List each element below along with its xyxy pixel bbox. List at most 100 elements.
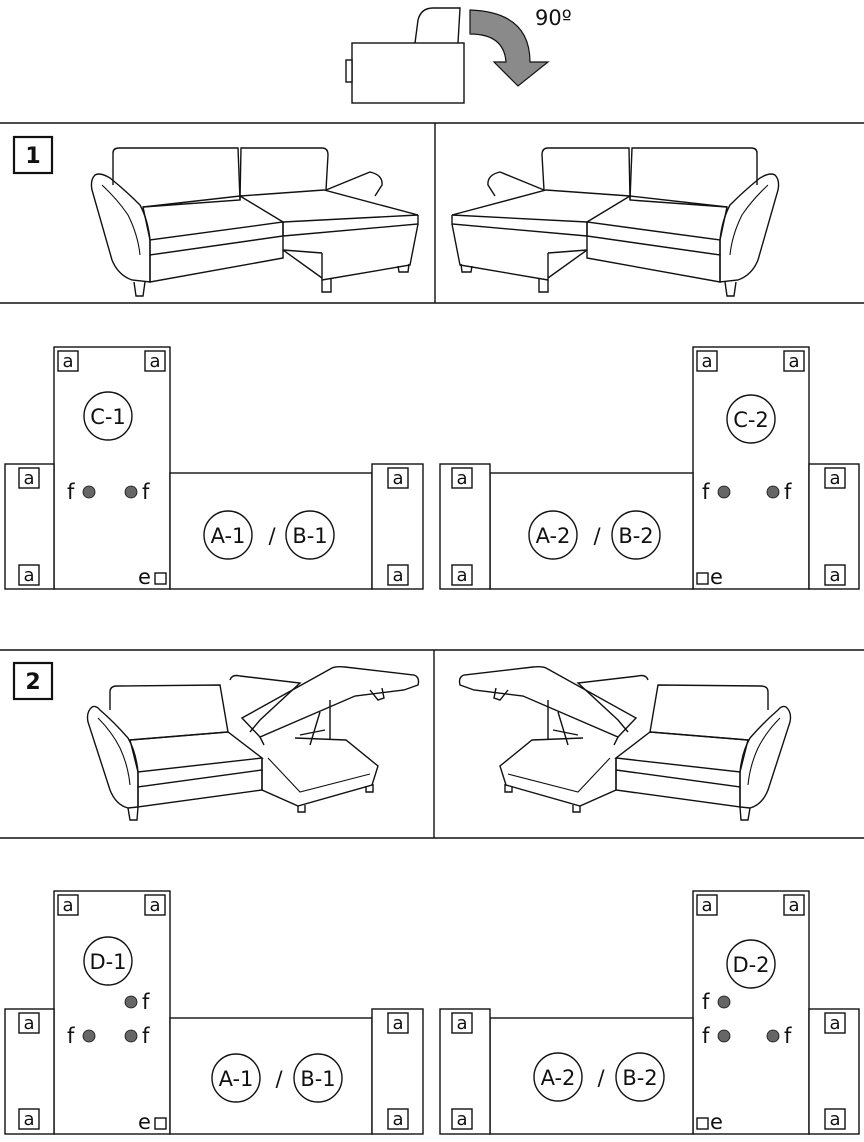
svg-text:a: a xyxy=(149,351,160,372)
hole-label: f xyxy=(784,480,792,504)
svg-text:a: a xyxy=(392,468,403,489)
corner-marker: a xyxy=(451,467,473,489)
hole-dot xyxy=(766,485,780,499)
chaise-code-label: C-2 xyxy=(733,408,769,432)
hole-label: f xyxy=(702,990,710,1014)
svg-text:a: a xyxy=(23,565,34,586)
corner-marker: a xyxy=(696,894,718,916)
svg-text:a: a xyxy=(829,468,840,489)
hole-label: f xyxy=(67,1024,75,1048)
hole-label: f xyxy=(784,1024,792,1048)
layout-step1-right: a a a a a a C-2 f f e A-2 / B-2 xyxy=(439,346,860,590)
step-2-badge: 2 xyxy=(12,661,54,701)
corner-marker: a xyxy=(387,564,409,586)
svg-text:a: a xyxy=(23,1013,34,1034)
hole-dot xyxy=(124,995,138,1009)
corner-marker: a xyxy=(57,894,79,916)
sofa-right-open-storage-illustration xyxy=(458,665,792,821)
sofa-code-label: B-1 xyxy=(300,1067,335,1091)
corner-marker: a xyxy=(824,564,846,586)
corner-marker: a xyxy=(18,1108,40,1130)
hole-label: f xyxy=(702,1024,710,1048)
hole-label: f xyxy=(142,1024,150,1048)
corner-marker: a xyxy=(144,894,166,916)
sofa-code-label: B-1 xyxy=(292,524,327,548)
svg-text:/: / xyxy=(268,524,276,548)
sofa-code-label: A-1 xyxy=(219,1067,254,1091)
hole-dot xyxy=(717,995,731,1009)
corner-marker: a xyxy=(57,350,79,372)
corner-marker: a xyxy=(18,1012,40,1034)
corner-marker: a xyxy=(451,1108,473,1130)
step-1-badge: 1 xyxy=(12,135,54,175)
svg-text:a: a xyxy=(456,1013,467,1034)
hole-dot xyxy=(82,1029,96,1043)
svg-text:a: a xyxy=(23,468,34,489)
marker-label: e xyxy=(138,1110,151,1134)
layout-step1-left: a a a a a a C-1 f f e A-1 / B-1 xyxy=(4,346,424,590)
chaise-code-label: D-1 xyxy=(89,950,126,974)
sofa-code-label: A-1 xyxy=(211,524,246,548)
chaise-code-label: C-1 xyxy=(90,405,126,429)
svg-text:1: 1 xyxy=(25,144,40,169)
hole-dot xyxy=(717,485,731,499)
hole-label: f xyxy=(67,480,75,504)
svg-text:a: a xyxy=(62,351,73,372)
hole-dot xyxy=(766,1029,780,1043)
svg-text:2: 2 xyxy=(25,670,40,695)
marker-label: e xyxy=(138,565,151,589)
marker-label: e xyxy=(710,1110,723,1134)
marker-label: e xyxy=(710,565,723,589)
hole-dot xyxy=(717,1029,731,1043)
svg-text:a: a xyxy=(392,1013,403,1034)
svg-text:/: / xyxy=(275,1067,283,1091)
corner-marker: a xyxy=(144,350,166,372)
hole-dot xyxy=(82,485,96,499)
corner-marker: a xyxy=(783,350,805,372)
svg-text:a: a xyxy=(788,351,799,372)
svg-text:a: a xyxy=(701,895,712,916)
corner-marker: a xyxy=(783,894,805,916)
sofa-code-label: A-2 xyxy=(541,1066,576,1090)
layout-step2-left: a a a a a a D-1 f f f e A-1 / B-1 xyxy=(4,890,424,1135)
hole-label: f xyxy=(142,480,150,504)
svg-text:a: a xyxy=(829,1013,840,1034)
svg-text:a: a xyxy=(149,895,160,916)
corner-marker: a xyxy=(387,1108,409,1130)
corner-marker: a xyxy=(824,1012,846,1034)
corner-marker: a xyxy=(824,467,846,489)
sofa-left-open-storage-illustration xyxy=(86,665,420,821)
svg-text:/: / xyxy=(597,1066,605,1090)
corner-marker: a xyxy=(451,564,473,586)
hole-label: f xyxy=(142,990,150,1014)
svg-text:a: a xyxy=(788,895,799,916)
corner-marker: a xyxy=(451,1012,473,1034)
svg-text:a: a xyxy=(392,1109,403,1130)
svg-text:a: a xyxy=(392,565,403,586)
svg-text:a: a xyxy=(62,895,73,916)
hole-dot xyxy=(124,485,138,499)
sofa-code-label: B-2 xyxy=(622,1066,657,1090)
svg-text:a: a xyxy=(456,1109,467,1130)
sofa-code-label: B-2 xyxy=(618,524,653,548)
chaise-code-label: D-2 xyxy=(732,953,769,977)
corner-marker: a xyxy=(387,1012,409,1034)
rotate-90-icon: 90º xyxy=(345,6,572,104)
svg-text:a: a xyxy=(23,1109,34,1130)
svg-text:a: a xyxy=(829,1109,840,1130)
corner-marker: a xyxy=(18,564,40,586)
sofa-code-label: A-2 xyxy=(536,524,571,548)
svg-text:a: a xyxy=(829,565,840,586)
svg-text:/: / xyxy=(593,524,601,548)
svg-text:a: a xyxy=(456,468,467,489)
sofa-left-chaise-illustration xyxy=(90,147,419,297)
layout-step2-right: a a a a a a D-2 f f f e A-2 / B-2 xyxy=(439,890,860,1135)
corner-marker: a xyxy=(824,1108,846,1130)
hole-label: f xyxy=(702,480,710,504)
corner-marker: a xyxy=(18,467,40,489)
svg-text:a: a xyxy=(456,565,467,586)
corner-marker: a xyxy=(696,350,718,372)
rotation-angle-label: 90º xyxy=(535,6,572,30)
sofa-right-chaise-illustration xyxy=(451,147,780,297)
